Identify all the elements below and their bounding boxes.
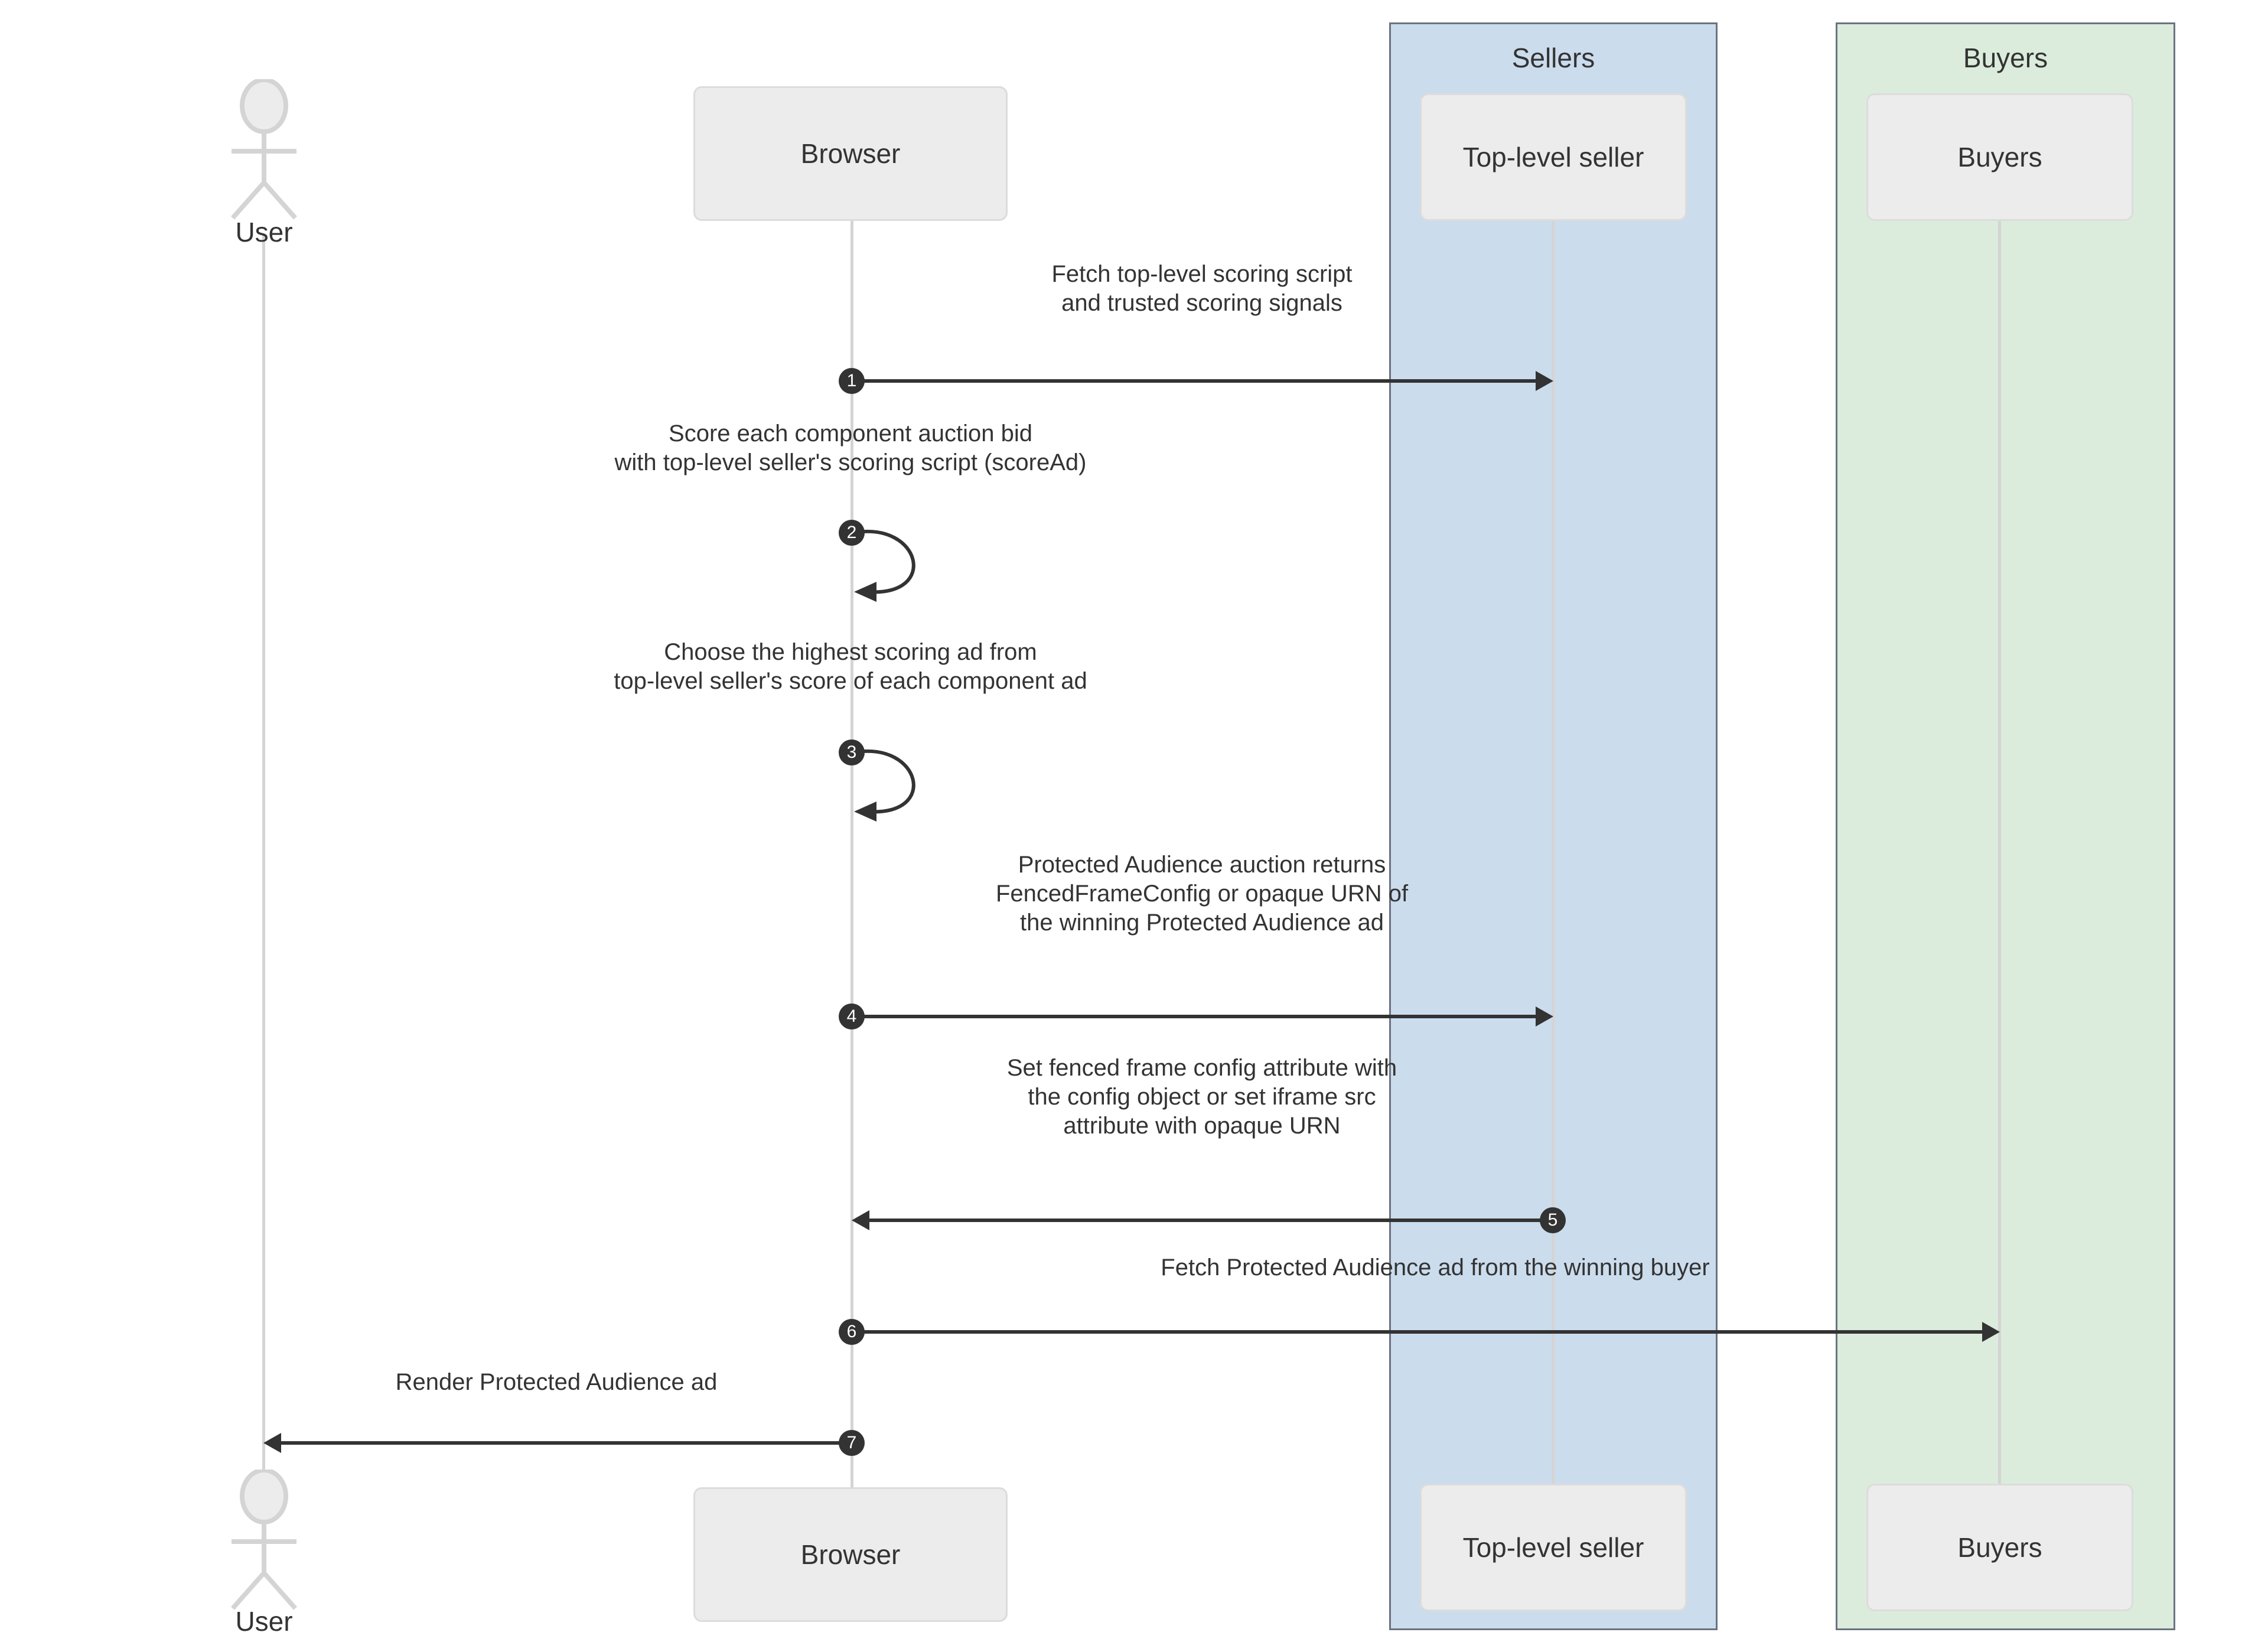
message-label-4: Protected Audience auction returns Fence… <box>995 852 1409 936</box>
participant-buyer-bottom[interactable]: Buyers <box>1866 1484 2133 1611</box>
group-label-buyers: Buyers <box>1963 43 2048 73</box>
group-box-buyers: Buyers <box>1836 22 2175 1630</box>
actor-label-user-top: User <box>235 217 293 247</box>
participant-buyer-top[interactable]: Buyers <box>1866 93 2133 221</box>
message-label-3: Choose the highest scoring ad from top-l… <box>614 639 1087 694</box>
message-label-2: Score each component auction bid with to… <box>614 421 1087 475</box>
message-line-7 <box>281 1441 852 1445</box>
sequence-number-5: 5 <box>1540 1207 1566 1233</box>
actor-user-top[interactable] <box>220 77 308 224</box>
participant-seller-top[interactable]: Top-level seller <box>1420 93 1687 221</box>
participant-seller-bottom[interactable]: Top-level seller <box>1420 1484 1687 1611</box>
sequence-number-7: 7 <box>839 1430 865 1456</box>
message-label-7: Render Protected Audience ad <box>395 1369 718 1395</box>
arrow-right-icon-4 <box>1536 1006 1553 1027</box>
arrow-left-icon-5 <box>852 1210 869 1230</box>
message-label-1: Fetch top-level scoring script and trust… <box>1051 261 1353 316</box>
self-loop-arrow-icon-3 <box>853 750 915 822</box>
message-label-5: Set fenced frame config attribute with t… <box>1006 1055 1397 1139</box>
lifeline-buyer <box>1998 219 2001 1488</box>
arrow-right-icon-6 <box>1982 1322 2000 1342</box>
sequence-number-2: 2 <box>839 520 865 546</box>
message-line-5 <box>869 1219 1552 1222</box>
participant-browser-bottom[interactable]: Browser <box>693 1487 1008 1622</box>
sequence-number-6: 6 <box>839 1319 865 1345</box>
group-label-sellers: Sellers <box>1511 43 1595 73</box>
sequence-number-1: 1 <box>839 368 865 394</box>
lifeline-browser <box>850 219 853 1488</box>
arrow-left-icon-7 <box>263 1433 281 1453</box>
actor-stick-figure-icon <box>231 77 297 220</box>
lifeline-seller <box>1552 219 1555 1488</box>
actor-label-user-bottom: User <box>235 1606 293 1637</box>
actor-stick-figure-icon <box>231 1468 297 1610</box>
message-line-1 <box>852 379 1542 383</box>
lifeline-user <box>262 235 265 1488</box>
sequence-number-4: 4 <box>839 1004 865 1029</box>
self-loop-arrow-icon-2 <box>853 530 915 602</box>
actor-user-bottom[interactable] <box>220 1468 308 1614</box>
arrow-right-icon-1 <box>1536 371 1553 391</box>
message-line-6 <box>852 1330 1988 1334</box>
message-label-6: Fetch Protected Audience ad from the win… <box>1161 1255 1710 1281</box>
message-line-4 <box>852 1015 1542 1018</box>
sequence-number-3: 3 <box>839 739 865 765</box>
participant-browser-top[interactable]: Browser <box>693 86 1008 221</box>
